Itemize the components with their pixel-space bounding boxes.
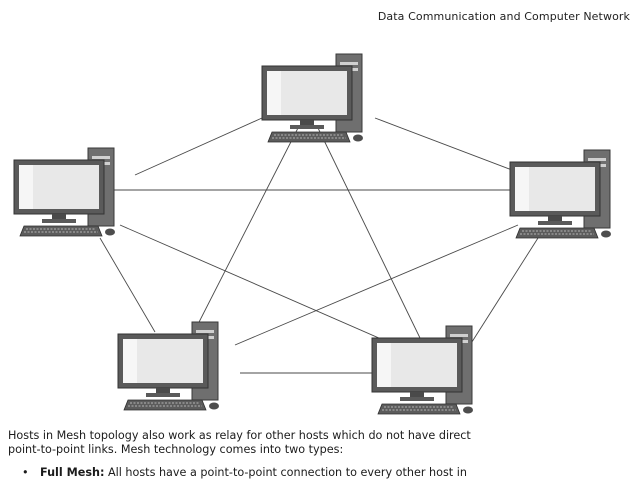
bullet-dot-icon: • <box>22 466 29 479</box>
link-top-bottom-left <box>194 127 299 331</box>
host-top <box>261 53 364 143</box>
host-bottom-left <box>117 321 220 411</box>
host-right <box>509 149 612 239</box>
link-left-bottom-left <box>99 237 156 333</box>
bullet-full-mesh: • Full Mesh: All hosts have a point-to-po… <box>22 466 632 479</box>
bullet-text: All hosts have a point-to-point connecti… <box>104 466 467 479</box>
link-right-bottom-right <box>469 237 539 346</box>
bullet-term: Full Mesh: <box>40 466 105 479</box>
link-top-right <box>374 117 513 171</box>
link-top-left <box>134 117 263 176</box>
host-bottom-right <box>371 325 474 415</box>
mesh-topology-diagram <box>13 53 612 415</box>
body-paragraph: Hosts in Mesh topology also work as rela… <box>8 429 632 457</box>
mesh-links <box>99 117 539 374</box>
paragraph-line-2: point-to-point links. Mesh technology co… <box>8 443 344 456</box>
link-top-bottom-right <box>317 127 421 339</box>
link-left-bottom-right <box>119 224 396 346</box>
paragraph-line-1: Hosts in Mesh topology also work as rela… <box>8 429 471 442</box>
link-right-bottom-left <box>234 224 519 346</box>
running-header: Data Communication and Computer Network <box>377 10 630 23</box>
host-left <box>13 147 116 237</box>
